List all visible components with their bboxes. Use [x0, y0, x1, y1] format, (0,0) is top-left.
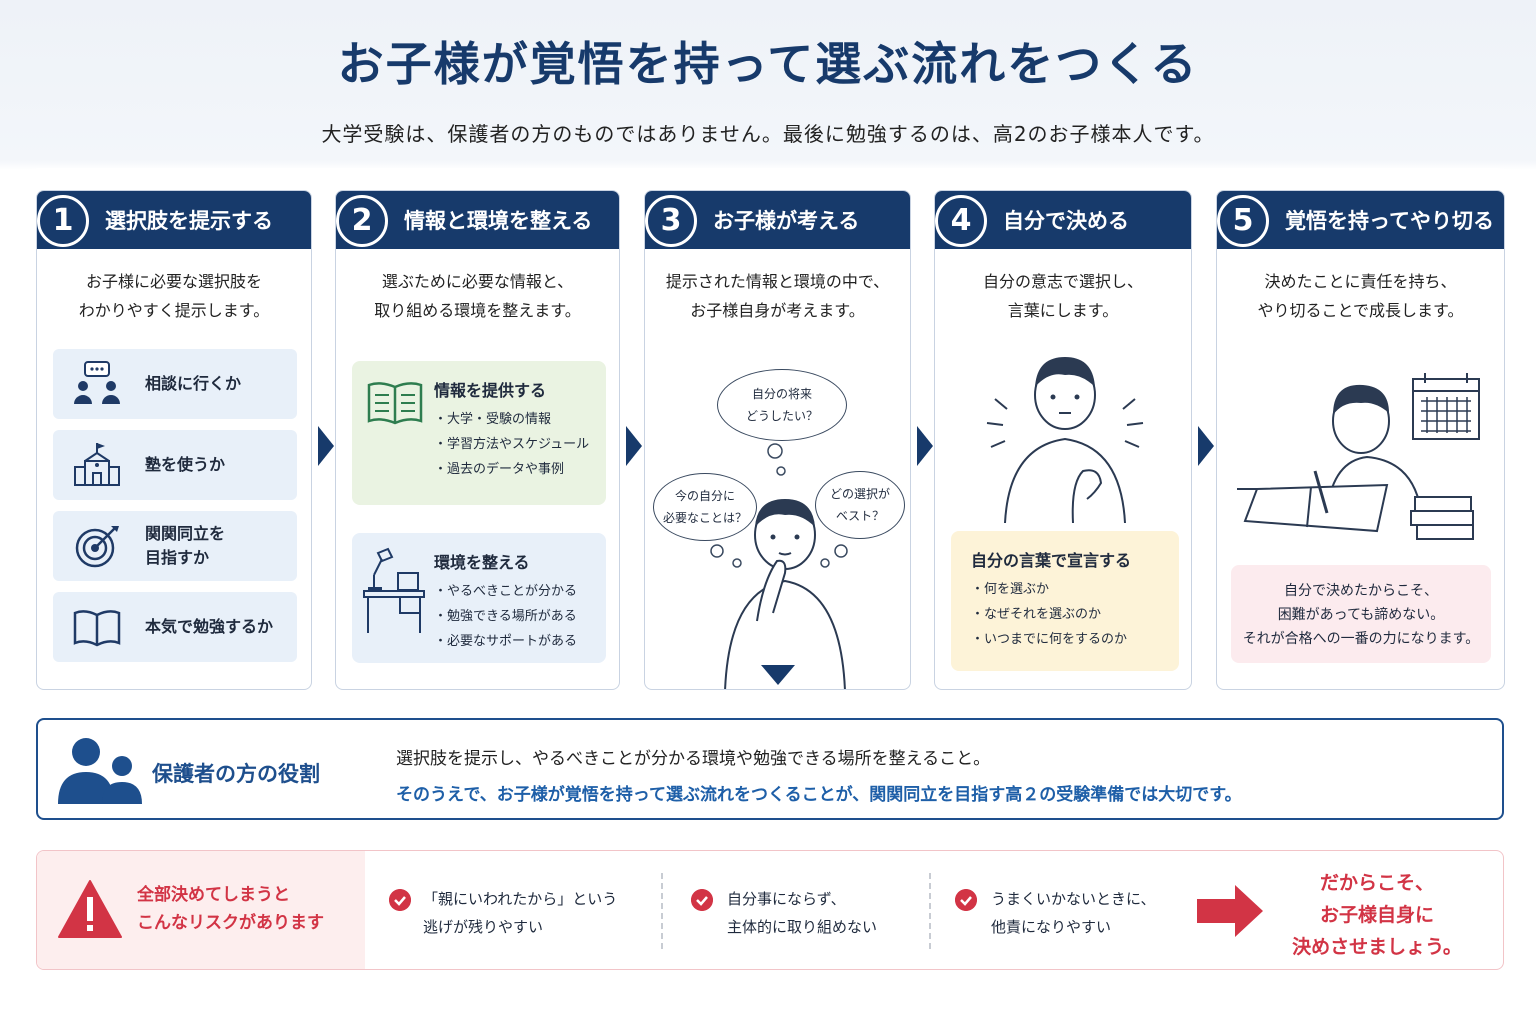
- step-description: 自分の意志で選択し、 言葉にします。: [982, 272, 1143, 320]
- resolve-note: 自分で決めたからこそ、 困難があっても諦めない。 それが合格への一番の力になりま…: [1242, 583, 1480, 647]
- arrow-right-icon: [318, 426, 334, 466]
- info-item: ・大学・受験の情報: [434, 412, 552, 427]
- parents-icon: [58, 738, 142, 804]
- arrow-right-icon: [1198, 426, 1214, 466]
- step-description: 決めたことに責任を持ち、 やり切ることで成長します。: [1257, 272, 1464, 320]
- option-label: 相談に行くか: [145, 374, 242, 393]
- step-title: 自分で決める: [1003, 209, 1129, 233]
- step-description: お子様に必要な選択肢を わかりやすく提示します。: [78, 272, 270, 320]
- parent-role-title: 保護者の方の役割: [152, 762, 320, 786]
- warning-icon: [58, 880, 122, 938]
- option-label: 塾を使うか: [145, 455, 226, 474]
- declaration-item: ・なぜそれを選ぶのか: [971, 607, 1102, 622]
- target-icon: [75, 526, 119, 568]
- declaration-list: ・何を選ぶか ・なぜそれを選ぶのか ・いつまでに何をするのか: [971, 577, 1165, 652]
- step-header: 3 お子様が考える: [645, 191, 910, 249]
- risk-panel: 全部決めてしまうと こんなリスクがあります 「親にいわれたから」という 逃げが残…: [36, 850, 1504, 970]
- determined-student-illustration: [986, 357, 1144, 523]
- step-number: 3: [645, 195, 697, 247]
- option-kankandoritsu: 関関同立を 目指すか: [53, 511, 297, 581]
- thinking-student-illustration: [710, 443, 848, 689]
- step-number: 2: [336, 195, 388, 247]
- option-cram-school: 塾を使うか: [53, 430, 297, 500]
- risk-item: 自分事にならず、 主体的に取り組めない: [727, 890, 878, 936]
- divider: [929, 873, 931, 949]
- step-title: お子様が考える: [713, 209, 860, 233]
- step-header: 2 情報と環境を整える: [336, 191, 619, 249]
- step-header: 4 自分で決める: [935, 191, 1191, 249]
- check-icon: [955, 889, 977, 911]
- studying-student-illustration: [1237, 373, 1480, 540]
- environment-item: ・勉強できる場所がある: [434, 609, 577, 624]
- step-card-5: 5 覚悟を持ってやり切る 決めたことに責任を持ち、 やり切ることで成長します。 …: [1216, 190, 1505, 690]
- step-card-2: 2 情報と環境を整える 選ぶために必要な情報と、 取り組める環境を整えます。 情…: [335, 190, 620, 690]
- check-icon: [389, 889, 411, 911]
- environment-box: 環境を整える ・やるべきことが分かる ・勉強できる場所がある ・必要なサポートが…: [352, 533, 606, 663]
- step-card-1: 1 選択肢を提示する お子様に必要な選択肢を わかりやすく提示します。 相談に行…: [36, 190, 312, 690]
- info-box: 情報を提供する ・大学・受験の情報 ・学習方法やスケジュール ・過去のデータや事…: [352, 361, 606, 505]
- risk-conclusion: だからこそ、 お子様自身に 決めさせましょう。: [1292, 872, 1462, 958]
- arrow-right-icon: [626, 426, 642, 466]
- declaration-title: 自分の言葉で宣言する: [971, 551, 1132, 570]
- environment-item: ・必要なサポートがある: [434, 634, 578, 649]
- thought-bubble: 自分の将来 どうしたい？: [717, 369, 847, 441]
- declaration-box: 自分の言葉で宣言する ・何を選ぶか ・なぜそれを選ぶのか ・いつまでに何をするの…: [951, 531, 1179, 671]
- environment-item: ・やるべきことが分かる: [434, 584, 578, 599]
- option-label: 本気で勉強するか: [145, 617, 274, 636]
- open-book-icon: [367, 382, 423, 425]
- step-number: 1: [37, 195, 89, 247]
- school-building-icon: [74, 443, 120, 486]
- thought-bubble: どの選択が ベスト？: [815, 471, 905, 539]
- open-book-icon: [73, 610, 121, 647]
- arrow-right-icon: [917, 426, 933, 466]
- declaration-item: ・いつまでに何をするのか: [971, 632, 1128, 647]
- step-title: 選択肢を提示する: [105, 209, 273, 233]
- risk-item: うまくいかないときに、 他責になりやすい: [991, 890, 1156, 936]
- step-header: 1 選択肢を提示する: [37, 191, 311, 249]
- risk-item: 「親にいわれたから」という 逃げが残りやすい: [423, 890, 618, 936]
- step-number: 4: [935, 195, 987, 247]
- info-item: ・過去のデータや事例: [434, 462, 565, 477]
- step-number: 5: [1217, 195, 1269, 247]
- parent-role-line-2: そのうえで、お子様が覚悟を持って選ぶ流れをつくることが、関関同立を目指す高２の受…: [396, 785, 1242, 805]
- declaration-item: ・何を選ぶか: [971, 582, 1050, 597]
- option-study-seriously: 本気で勉強するか: [53, 592, 297, 662]
- option-label: 関関同立を 目指すか: [145, 524, 226, 567]
- people-chat-icon: [74, 361, 120, 404]
- info-box-title: 情報を提供する: [434, 381, 547, 400]
- thought-bubble: 今の自分に 必要なことは？: [653, 473, 757, 541]
- step-header: 5 覚悟を持ってやり切る: [1217, 191, 1504, 249]
- step-description: 提示された情報と環境の中で、 お子様自身が考えます。: [665, 272, 890, 320]
- page-title: お子様が覚悟を持って選ぶ流れをつくる: [337, 37, 1199, 91]
- desk-lamp-icon: [363, 547, 425, 633]
- risk-title: 全部決めてしまうと こんなリスクがあります: [137, 885, 324, 933]
- parent-role-panel: 保護者の方の役割 選択肢を提示し、やるべきことが分かる環境や勉強できる場所を整え…: [36, 718, 1504, 820]
- page-subtitle: 大学受験は、保護者の方のものではありません。最後に勉強するのは、高2のお子様本人…: [321, 122, 1215, 146]
- step-card-4: 4 自分で決める 自分の意志で選択し、 言葉にします。 自分の言葉で宣言する ・…: [934, 190, 1192, 690]
- environment-box-title: 環境を整える: [434, 553, 530, 572]
- step-title: 情報と環境を整える: [404, 209, 593, 233]
- step-title: 覚悟を持ってやり切る: [1285, 209, 1494, 233]
- resolve-note-box: 自分で決めたからこそ、 困難があっても諦めない。 それが合格への一番の力になりま…: [1231, 565, 1491, 663]
- environment-list: ・やるべきことが分かる ・勉強できる場所がある ・必要なサポートがある: [434, 579, 592, 654]
- parent-role-line-1: 選択肢を提示し、やるべきことが分かる環境や勉強できる場所を整えること。: [396, 749, 991, 769]
- info-item: ・学習方法やスケジュール: [434, 437, 590, 452]
- divider: [661, 873, 663, 949]
- step-description: 選ぶために必要な情報と、 取り組める環境を整えます。: [374, 272, 581, 320]
- step-card-3: 3 お子様が考える 提示された情報と環境の中で、 お子様自身が考えます。 自分の…: [644, 190, 911, 690]
- check-icon: [691, 889, 713, 911]
- arrow-right-icon: [1197, 885, 1263, 937]
- arrow-down-icon: [761, 665, 795, 685]
- info-list: ・大学・受験の情報 ・学習方法やスケジュール ・過去のデータや事例: [434, 407, 592, 482]
- option-consult: 相談に行くか: [53, 349, 297, 419]
